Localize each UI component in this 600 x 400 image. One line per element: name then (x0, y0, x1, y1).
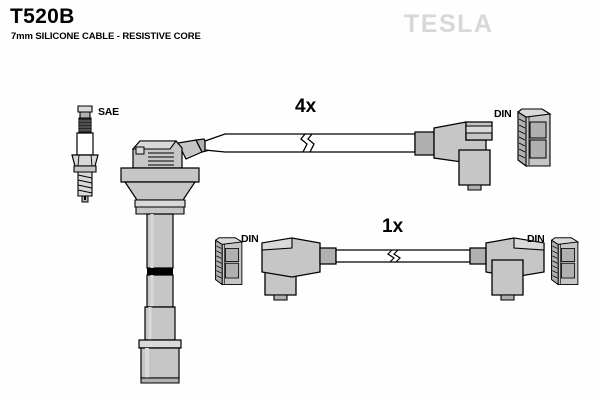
cable-set-top (204, 121, 493, 191)
page-title: T520B (10, 5, 75, 28)
terminal-label-din-bottom-right: DIN (527, 233, 545, 245)
terminal-label-din-top: DIN (494, 108, 512, 120)
terminal-label-din-bottom-left: DIN (241, 233, 259, 245)
din-terminal-icon-bottom-left (215, 237, 243, 286)
brand-logo: TESLA (404, 10, 494, 38)
coil-on-plug-boot-icon (120, 138, 211, 384)
quantity-label-top: 4x (295, 96, 317, 117)
din-terminal-icon-top (517, 108, 551, 167)
spark-plug-icon (71, 105, 99, 203)
quantity-label-bottom: 1x (382, 216, 404, 237)
cable-set-bottom (261, 237, 545, 301)
terminal-label-sae: SAE (98, 106, 119, 118)
din-terminal-icon-bottom-right (551, 237, 579, 286)
part-description: 7mm SILICONE CABLE - RESISTIVE CORE (11, 31, 201, 42)
